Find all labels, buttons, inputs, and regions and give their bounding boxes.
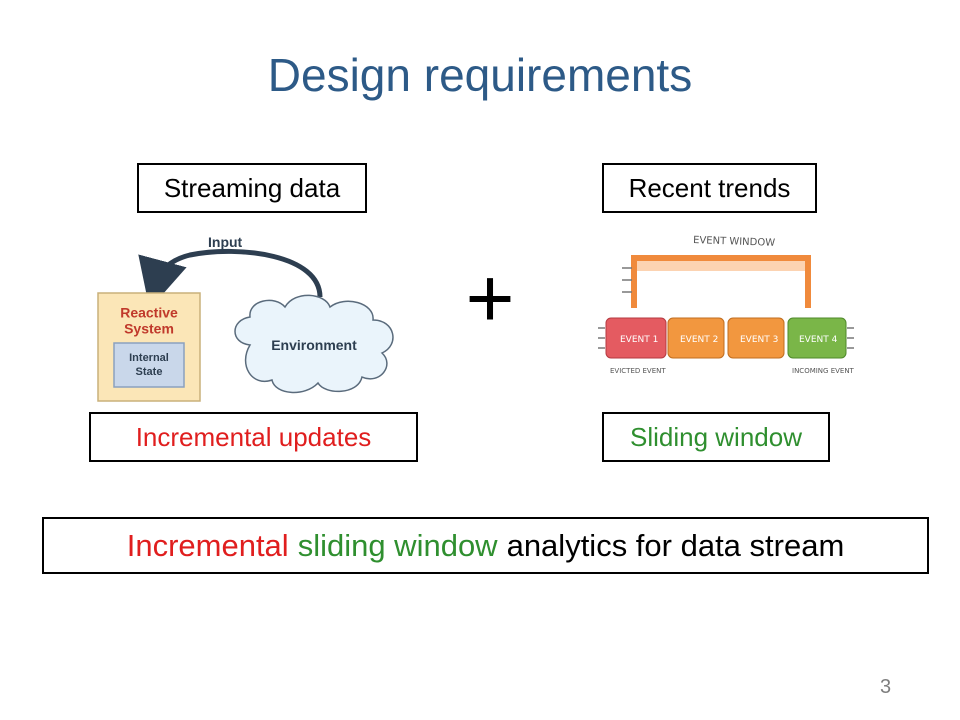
summary-box: Incremental sliding window analytics for… <box>42 517 929 574</box>
sliding-window-text: Sliding window <box>630 421 802 452</box>
event-4-block: EVENT 4 <box>787 317 847 359</box>
evicted-event-label: EVICTED EVENT <box>610 367 666 375</box>
incremental-updates-label: Incremental updates <box>89 412 418 462</box>
event-2-label: EVENT 2 <box>680 335 718 345</box>
incoming-event-label: INCOMING EVENT <box>792 367 855 375</box>
event-window-label: EVENT WINDOW <box>693 235 775 249</box>
event-3-block: EVENT 3 <box>727 317 785 359</box>
internal-state-box <box>113 342 185 388</box>
environment-label: Environment <box>271 337 357 353</box>
streaming-data-label: Streaming data <box>137 163 367 213</box>
sliding-window-label: Sliding window <box>602 412 830 462</box>
event-3-label: EVENT 3 <box>740 335 778 345</box>
reactive-line1: Reactive <box>120 305 178 321</box>
incremental-updates-text: Incremental updates <box>135 421 372 452</box>
event-4-label: EVENT 4 <box>799 335 838 345</box>
event-2-block: EVENT 2 <box>667 317 725 359</box>
window-band <box>637 261 805 271</box>
reactive-system-diagram: Input Reactive System Internal State Env… <box>97 234 394 402</box>
left-dashes <box>622 267 632 293</box>
plus-sign: + <box>465 251 515 345</box>
event-1-block: EVENT 1 <box>605 317 667 359</box>
page-number: 3 <box>880 676 892 698</box>
summary-rest: analytics for data stream <box>506 527 845 563</box>
recent-trends-text: Recent trends <box>628 172 791 203</box>
input-arrow <box>138 248 323 310</box>
streaming-data-text: Streaming data <box>163 172 341 203</box>
event-1-label: EVENT 1 <box>620 335 658 345</box>
reactive-line2: System <box>124 321 174 337</box>
state-line1: Internal <box>129 352 169 364</box>
slide-title: Design requirements <box>267 49 693 101</box>
state-line2: State <box>136 366 163 378</box>
summary-sliding-window: sliding window <box>297 527 498 563</box>
environment-cloud <box>234 294 394 394</box>
sliding-window-diagram: EVENT WINDOW EVENT 1 EVENT 2 EVENT 3 EVE… <box>598 235 855 375</box>
side-ticks <box>598 327 854 349</box>
window-bracket <box>631 255 811 308</box>
recent-trends-label: Recent trends <box>602 163 817 213</box>
input-label: Input <box>208 234 243 250</box>
summary-incremental: Incremental <box>126 527 289 563</box>
